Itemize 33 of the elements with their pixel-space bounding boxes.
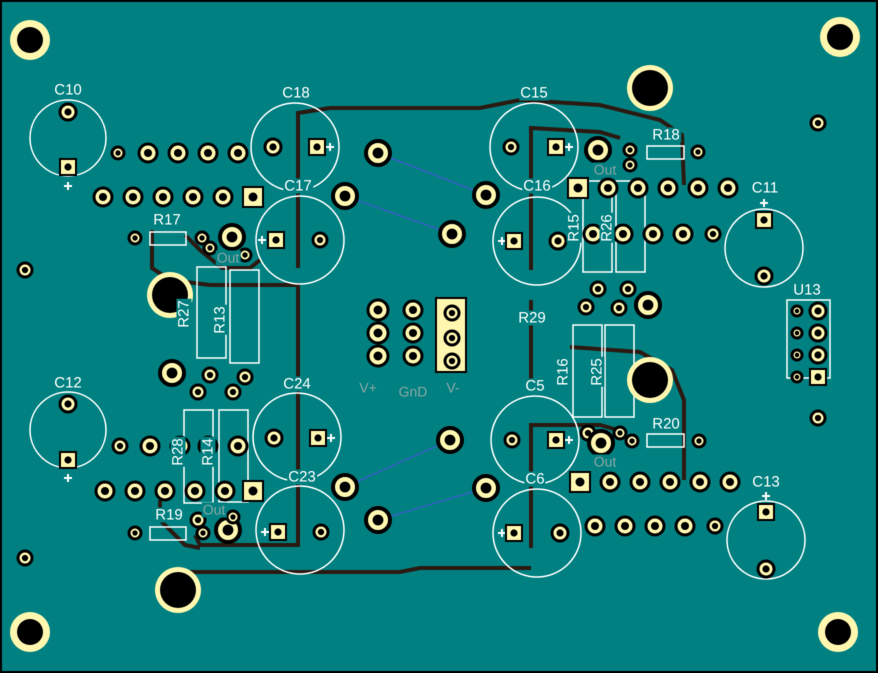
net-label: Out <box>592 162 618 178</box>
net-label: Out <box>202 502 226 518</box>
component-designator: C5 <box>524 378 546 394</box>
component-designator: C12 <box>53 376 83 390</box>
component-designator: C24 <box>282 376 312 392</box>
component-designator: C18 <box>281 86 311 100</box>
component-designator: C23 <box>287 470 317 484</box>
component-designator: R20 <box>651 416 681 432</box>
component-designator: C17 <box>283 178 313 194</box>
component-designator: R14 <box>200 437 216 467</box>
net-label: Out <box>216 250 240 266</box>
component-designator: R17 <box>152 212 182 228</box>
component-designator: R16 <box>556 357 570 387</box>
component-designator: R27 <box>176 299 192 329</box>
component-designator: R13 <box>212 305 228 335</box>
component-designator: C15 <box>519 86 549 100</box>
component-designator: R29 <box>517 310 547 326</box>
component-designator: C16 <box>522 178 552 194</box>
net-label: Out <box>592 454 618 470</box>
component-designator: R28 <box>170 437 186 467</box>
net-label: GnD <box>398 384 428 400</box>
net-label: V+ <box>358 380 378 396</box>
component-designator: R15 <box>566 213 582 243</box>
component-designator: C11 <box>750 180 780 196</box>
component-designator: R25 <box>590 357 604 387</box>
net-label: V- <box>445 380 461 396</box>
component-designator: C13 <box>751 474 781 490</box>
component-designator: R18 <box>651 128 681 142</box>
component-designator: R19 <box>154 508 184 522</box>
component-designator: C10 <box>53 82 83 98</box>
component-designator: U13 <box>792 282 822 298</box>
component-designator: R26 <box>600 213 614 243</box>
component-designator: C6 <box>524 472 546 486</box>
